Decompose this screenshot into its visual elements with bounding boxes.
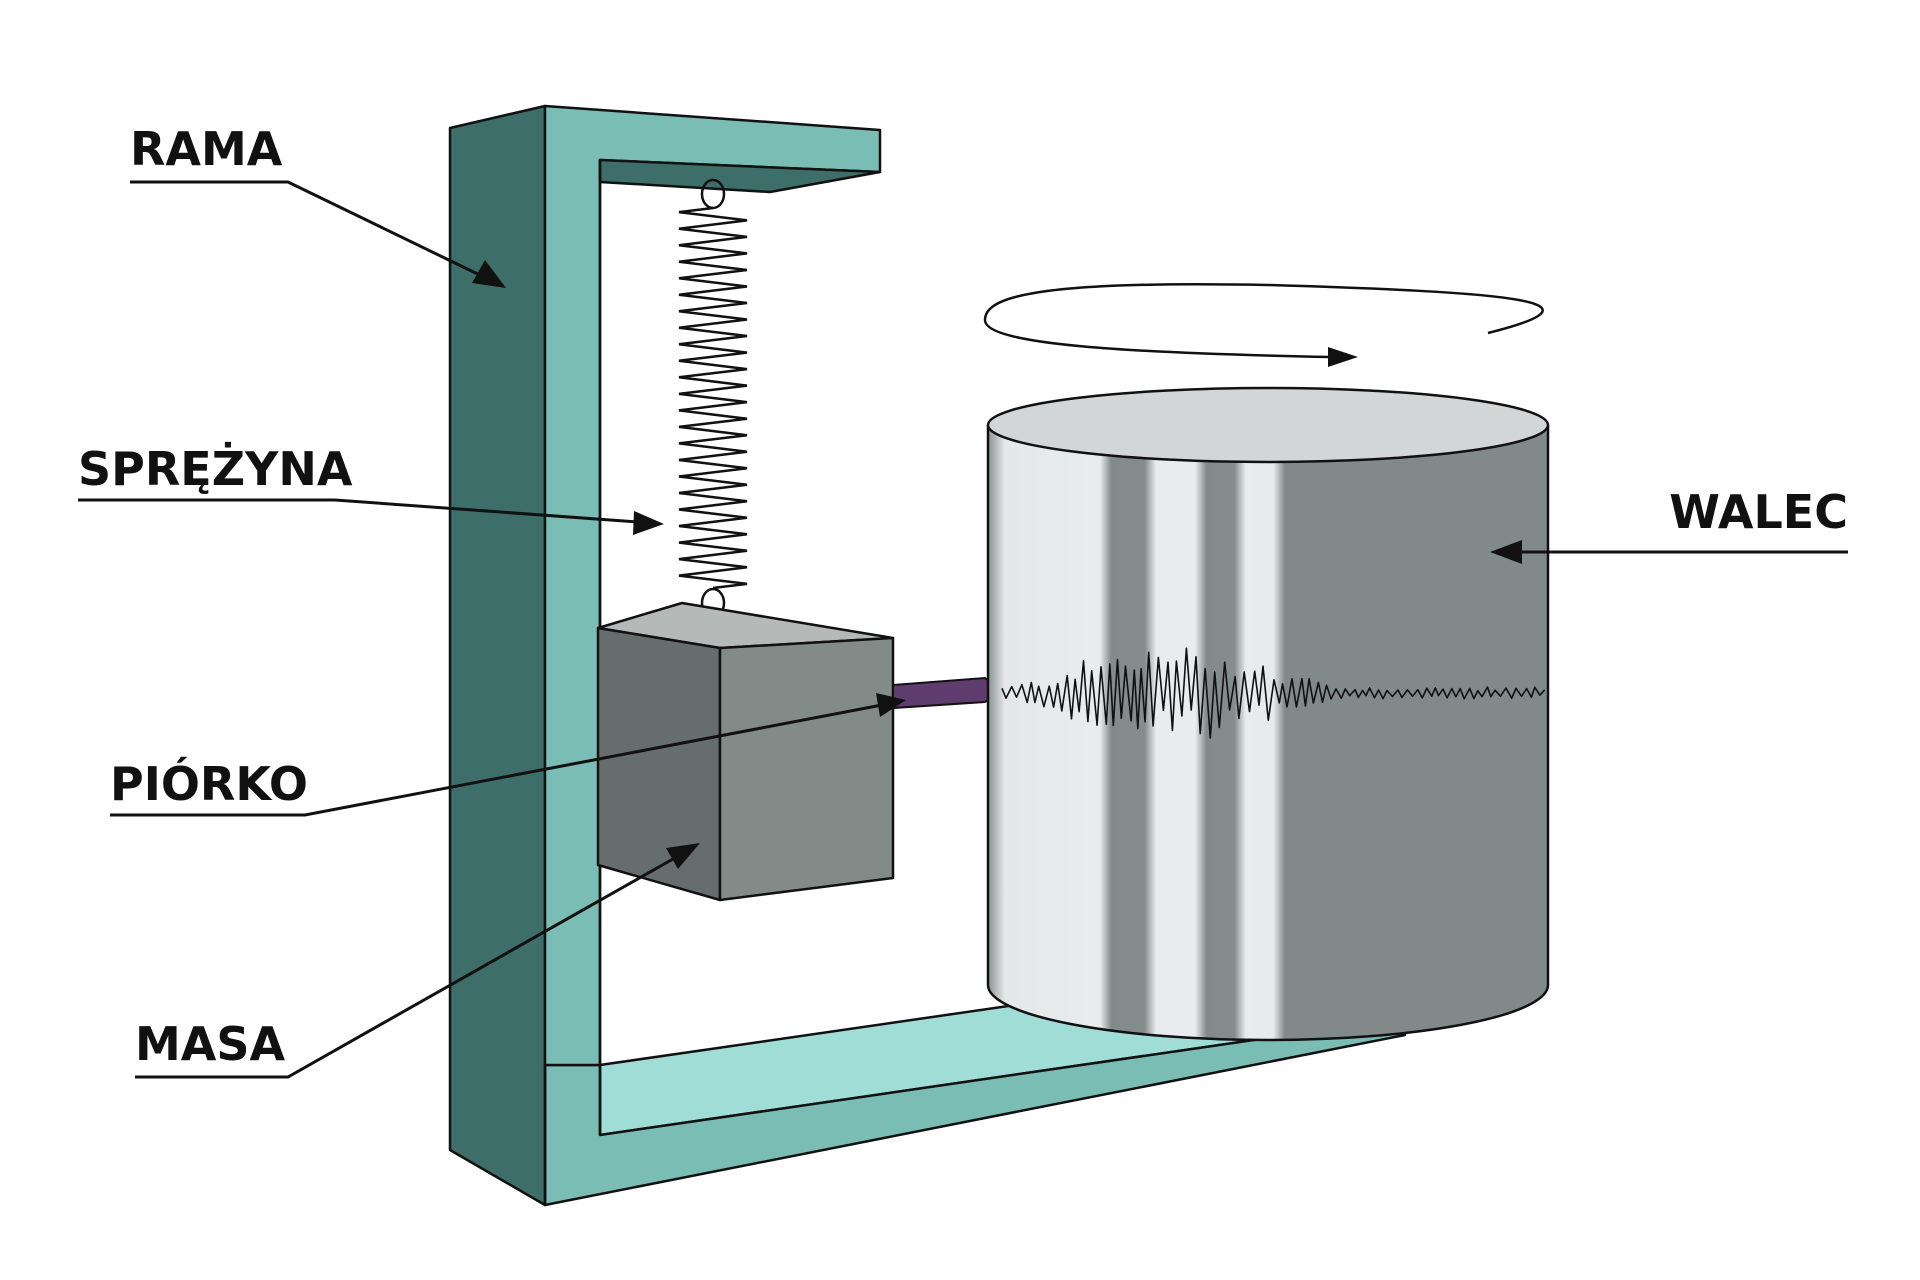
leader-piorko	[110, 693, 906, 817]
seismogram-trace	[1001, 647, 1546, 739]
rotation-arrow	[983, 282, 1544, 367]
pen	[892, 676, 1004, 710]
mass-front	[596, 626, 722, 902]
drum-top	[986, 386, 1550, 464]
drum	[986, 386, 1550, 1042]
drum-body	[988, 425, 1548, 1040]
frame-column-side	[448, 104, 547, 1207]
mass-side	[718, 636, 895, 902]
mass-block	[596, 601, 895, 902]
label-frame: RAMA	[130, 122, 283, 176]
label-spring: SPRĘŻYNA	[78, 442, 353, 496]
label-mass: MASA	[135, 1017, 286, 1071]
leader-rama	[130, 180, 506, 288]
spring-coil	[678, 206, 748, 590]
spring	[678, 178, 748, 619]
leader-walec	[1490, 540, 1848, 564]
label-pen: PIÓRKO	[110, 757, 308, 811]
leader-sprezyna	[78, 498, 664, 535]
label-drum: WALEC	[1669, 485, 1848, 539]
leader-masa	[135, 843, 700, 1079]
